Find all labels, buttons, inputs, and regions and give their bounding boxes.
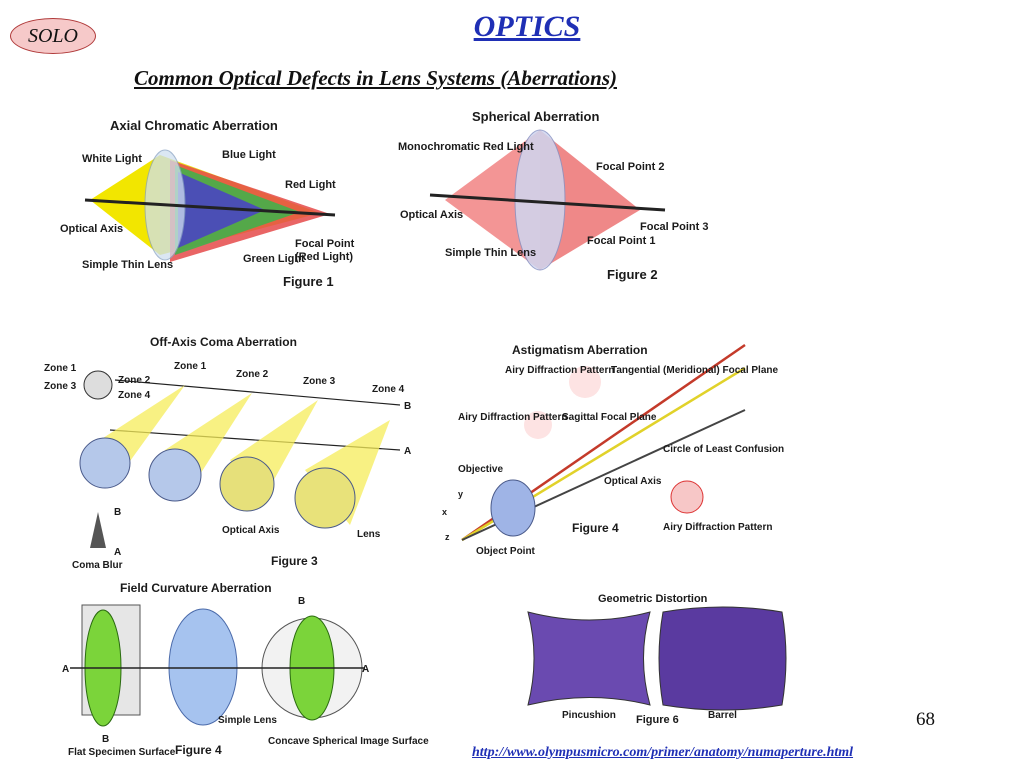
fig3-caption: Figure 3 — [271, 554, 318, 568]
figure-5-field-curvature: Field Curvature Aberration A A B B Flat … — [62, 581, 429, 758]
fig2-simple-thin-lens-label: Simple Thin Lens — [445, 247, 536, 259]
fig2-caption: Figure 2 — [607, 267, 658, 282]
fig3-b-left: B — [114, 507, 121, 518]
fig4-airy2-label: Airy Diffraction Pattern — [458, 412, 567, 423]
figure-2-spherical: Spherical Aberration Monochromatic Red L… — [398, 109, 708, 282]
fig1-optical-axis-label: Optical Axis — [60, 223, 123, 235]
fig3-zone4-top: Zone 4 — [372, 384, 405, 395]
fig4-object-point-label: Object Point — [476, 546, 536, 557]
fig3-zone2-left: Zone 2 — [118, 375, 151, 386]
fig4-y-label: y — [458, 489, 463, 499]
fig5-b-bottom: B — [102, 734, 109, 745]
figure-3-coma: Off-Axis Coma Aberration Zone 1 Zone 3 Z… — [44, 335, 411, 571]
fig5-a-right: A — [362, 664, 369, 675]
figure-4-astigmatism: Astigmatism Aberration Airy Diffraction … — [442, 343, 784, 557]
fig3-zone3-top: Zone 3 — [303, 376, 336, 387]
fig1-blue-beam — [178, 172, 265, 248]
fig3-zone1-top: Zone 1 — [174, 361, 207, 372]
fig1-red-light-label: Red Light — [285, 179, 336, 191]
fig3-lens-label: Lens — [357, 529, 381, 540]
fig4-objective-label: Objective — [458, 464, 503, 475]
fig1-simple-thin-lens-label: Simple Thin Lens — [82, 259, 173, 271]
fig3-zone3-left: Zone 3 — [44, 381, 77, 392]
fig1-white-light-label: White Light — [82, 153, 142, 165]
fig3-beam-4 — [305, 420, 390, 525]
fig1-white-light-cone — [90, 155, 160, 255]
fig3-zone4-left: Zone 4 — [118, 390, 151, 401]
figure-6-geometric-distortion: Geometric Distortion Pincushion Figure 6… — [527, 593, 787, 726]
fig6-pincushion-label: Pincushion — [562, 710, 616, 721]
fig3-coma-blur-shape — [90, 512, 106, 548]
fig3-title: Off-Axis Coma Aberration — [150, 335, 297, 349]
fig1-optical-axis-line — [84, 198, 336, 217]
fig2-fp1-label: Focal Point 1 — [587, 235, 655, 247]
fig4-optical-axis-label: Optical Axis — [604, 476, 662, 487]
fig3-zone2-top: Zone 2 — [236, 369, 269, 380]
fig1-caption: Figure 1 — [283, 274, 334, 289]
fig5-a-left: A — [62, 664, 69, 675]
fig4-circle-label: Circle of Least Confusion — [663, 444, 784, 455]
fig5-simple-lens-label: Simple Lens — [218, 715, 277, 726]
solo-logo: SOLO — [10, 18, 96, 54]
page-subtitle: Common Optical Defects in Lens Systems (… — [134, 66, 617, 90]
fig2-fp2-label: Focal Point 2 — [596, 161, 664, 173]
fig2-optical-axis-line — [429, 193, 666, 212]
fig4-objective-lens — [490, 479, 536, 537]
fig4-airy1-label: Airy Diffraction Pattern — [505, 365, 614, 376]
fig3-lens-1 — [79, 437, 131, 489]
fig6-barrel-label: Barrel — [708, 710, 737, 721]
fig5-flat-label: Flat Specimen Surface — [68, 747, 176, 758]
fig2-optical-axis-label: Optical Axis — [400, 209, 463, 221]
fig1-green-light-label: Green Light — [243, 253, 305, 265]
fig6-barrel-image — [658, 606, 787, 711]
fig5-concave-label: Concave Spherical Image Surface — [268, 736, 429, 747]
fig3-line-b — [114, 379, 401, 406]
fig6-title: Geometric Distortion — [598, 593, 708, 605]
figure-1-axial-chromatic: Axial Chromatic Aberration White Light B… — [60, 118, 355, 289]
fig2-focusing-rays — [540, 130, 640, 270]
fig4-airy3-label: Airy Diffraction Pattern — [663, 522, 772, 533]
fig4-airy-1 — [569, 366, 601, 398]
fig4-x-label: x — [442, 507, 447, 517]
fig3-lens-3 — [219, 456, 275, 512]
fig5-b-top: B — [298, 596, 305, 607]
fig4-airy-3 — [670, 480, 704, 514]
fig3-a-label: A — [404, 446, 411, 457]
fig1-focal-point-sub: (Red Light) — [295, 251, 353, 263]
fig2-title: Spherical Aberration — [472, 109, 599, 124]
fig3-coma-blur-label: Coma Blur — [72, 560, 123, 571]
fig3-optical-axis-label: Optical Axis — [222, 525, 280, 536]
source-url-link[interactable]: http://www.olympusmicro.com/primer/anato… — [472, 745, 854, 760]
fig4-caption: Figure 4 — [572, 521, 619, 535]
fig3-zone1-left: Zone 1 — [44, 363, 77, 374]
fig4-tangential-label: Tangential (Meridional) Focal Plane — [611, 365, 778, 376]
solo-logo-text: SOLO — [27, 24, 78, 47]
fig5-caption: Figure 4 — [175, 743, 222, 757]
fig4-airy-2 — [524, 411, 552, 439]
fig6-pincushion-image — [527, 611, 651, 706]
fig4-sagittal-label: Sagittal Focal Plane — [562, 412, 657, 423]
fig5-simple-lens — [168, 608, 238, 726]
fig3-lens-4 — [294, 467, 356, 529]
fig3-a-left: A — [114, 547, 121, 558]
fig1-blue-light-label: Blue Light — [222, 149, 276, 161]
fig3-zone-diagram — [83, 370, 113, 400]
fig6-caption: Figure 6 — [636, 714, 679, 726]
page-number: 68 — [916, 709, 935, 730]
fig4-z-label: z — [445, 532, 450, 542]
fig1-focal-point-label: Focal Point — [295, 238, 355, 250]
fig1-title: Axial Chromatic Aberration — [110, 118, 278, 133]
fig4-title: Astigmatism Aberration — [512, 343, 648, 357]
fig3-b-label: B — [404, 401, 411, 412]
page-title: OPTICS — [473, 10, 581, 43]
fig3-lens-2 — [148, 448, 202, 502]
fig2-fp3-label: Focal Point 3 — [640, 221, 708, 233]
fig2-mono-label: Monochromatic Red Light — [398, 141, 534, 153]
fig5-title: Field Curvature Aberration — [120, 581, 272, 595]
